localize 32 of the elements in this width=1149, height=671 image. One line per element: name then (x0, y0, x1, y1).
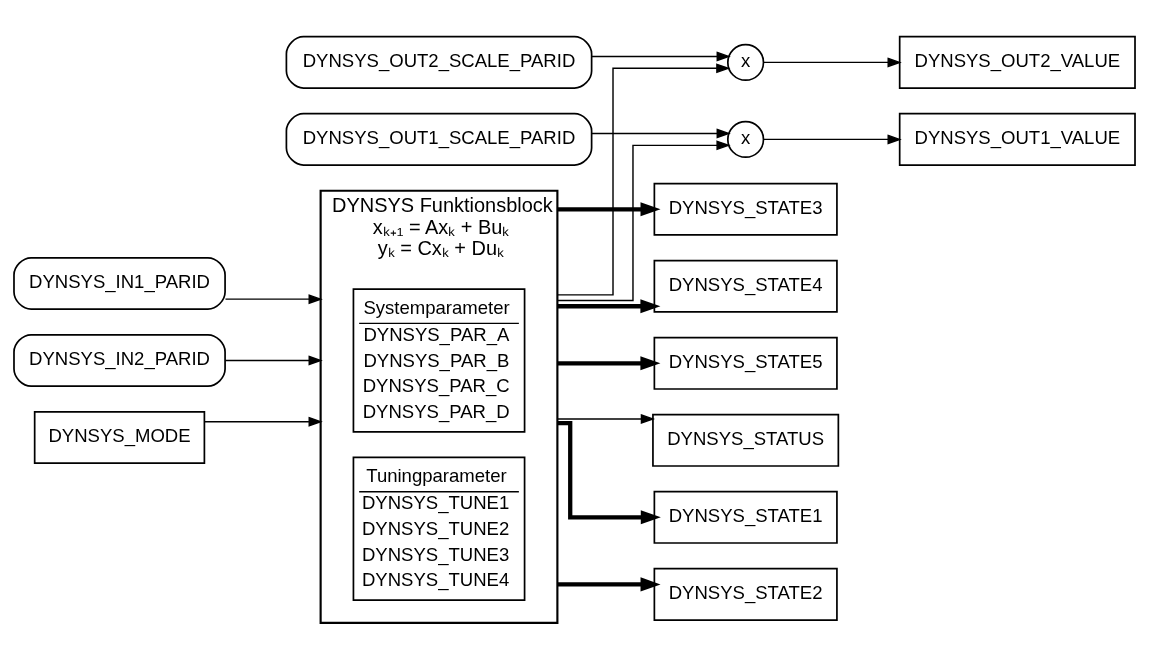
node-box: DYNSYS_OUT1_VALUE (898, 112, 1136, 166)
arrow (557, 356, 661, 371)
node-box: DYNSYS_STATE3 (653, 182, 838, 236)
arrow (557, 421, 661, 525)
node-box: DYNSYS_IN2_PARID (13, 333, 226, 387)
node-box: DYNSYS_STATUS (652, 413, 840, 467)
arrow (556, 63, 731, 296)
arrow (556, 140, 731, 302)
node-box: DYNSYS_STATE1 (653, 490, 838, 544)
node-box: DYNSYS_STATE4 (653, 259, 838, 313)
arrow (557, 202, 661, 217)
node-box: DYNSYS_OUT1_SCALE_PARID (285, 112, 593, 166)
arrow (224, 294, 323, 305)
arrow (591, 128, 731, 139)
node-circle: x (726, 43, 765, 82)
arrow (557, 577, 661, 592)
arrow (556, 413, 656, 424)
arrow (204, 416, 323, 427)
node-box: DYNSYS_STATE5 (653, 336, 838, 390)
arrow (591, 51, 731, 62)
node-box: DYNSYS_STATE2 (653, 567, 838, 621)
node-box: DYNSYS_MODE (33, 410, 206, 464)
arrow (763, 134, 902, 145)
node-box: Systemparameter DYNSYS_PAR_A DYNSYS_PAR_B DYNSYS_PAR_C DYNSYS_PAR_D (352, 288, 526, 433)
node-box: DYNSYS_OUT2_VALUE (898, 35, 1136, 89)
arrow (224, 355, 323, 366)
node-box: DYNSYS_OUT2_SCALE_PARID (285, 35, 593, 89)
arrow (763, 57, 902, 68)
node-box: DYNSYS_IN1_PARID (13, 256, 226, 310)
node-box: Tuningparameter DYNSYS_TUNE1 DYNSYS_TUNE2 DYNSYS_TUNE3 DYNSYS_TUNE4 (352, 456, 526, 601)
node-circle: x (726, 120, 765, 159)
arrow (557, 299, 661, 314)
